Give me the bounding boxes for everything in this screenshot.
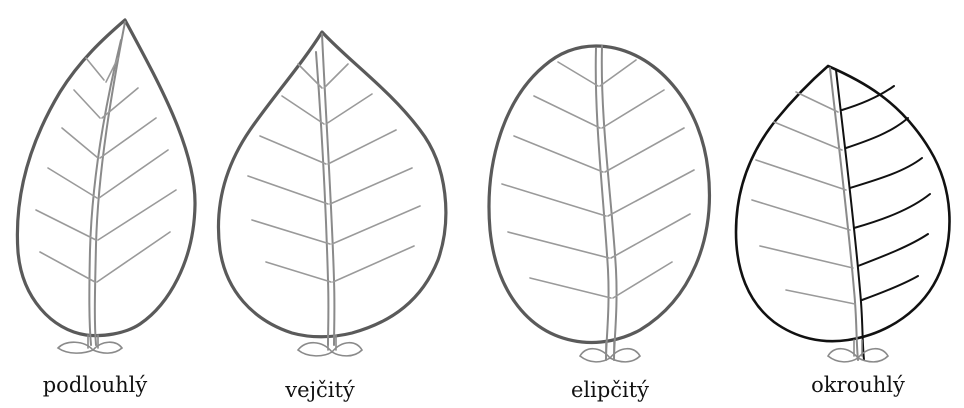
leaf-round: okrouhlý bbox=[736, 66, 949, 397]
leaf-stalk bbox=[580, 342, 640, 362]
leaf-outline bbox=[17, 20, 195, 336]
leaf-label: podlouhlý bbox=[43, 373, 148, 397]
leaf-ovate: vejčitý bbox=[218, 32, 445, 402]
leaf-elliptic: elipčitý bbox=[489, 46, 709, 402]
leaf-label: okrouhlý bbox=[811, 373, 905, 397]
leaf-outline bbox=[489, 46, 709, 343]
leaf-oblong: podlouhlý bbox=[17, 20, 195, 397]
leaf-outline bbox=[218, 32, 445, 337]
leaf-label: vejčitý bbox=[284, 378, 355, 402]
leaf-label: elipčitý bbox=[571, 378, 649, 402]
